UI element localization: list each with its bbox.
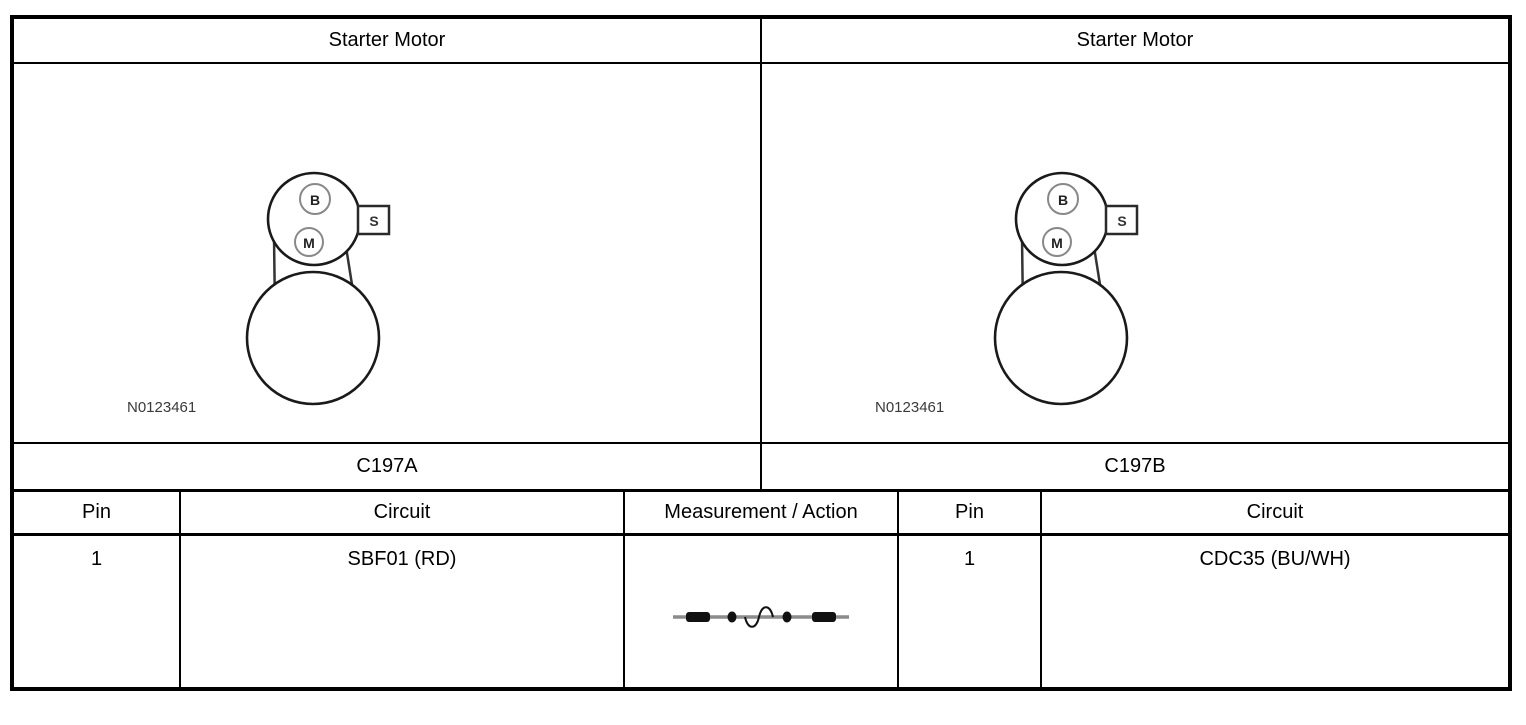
cell-pin-right: 1: [963, 548, 976, 570]
terminal-m-circle: [1042, 227, 1072, 257]
divider: [14, 489, 1508, 492]
divider: [14, 533, 1508, 536]
header-pin-right: Pin: [955, 501, 984, 523]
motor-circle: [245, 270, 381, 406]
terminal-b-circle: [1047, 183, 1079, 215]
column-divider: [623, 489, 625, 687]
panel-title-left: Starter Motor: [328, 29, 446, 51]
connector-label-left: C197A: [356, 455, 418, 477]
header-circuit-left: Circuit: [373, 501, 431, 523]
terminal-s-label: S: [369, 213, 378, 229]
terminal-m-circle: [294, 227, 324, 257]
connector-pinout-sheet: Starter Motor Starter Motor S B M N01234…: [10, 15, 1512, 691]
header-circuit-right: Circuit: [1246, 501, 1304, 523]
terminal-s-box: [1104, 204, 1139, 236]
column-divider: [897, 489, 899, 687]
cell-pin-left: 1: [90, 548, 103, 570]
column-divider: [1040, 489, 1042, 687]
header-measurement-action: Measurement / Action: [664, 501, 858, 523]
terminal-b-label: B: [310, 192, 320, 208]
terminal-s-label: S: [1117, 213, 1126, 229]
figure-id-label: N0123461: [875, 399, 944, 416]
wire-continuity-symbol-icon: [673, 604, 849, 630]
terminal-m-label: M: [1051, 235, 1063, 251]
terminal-b-label: B: [1058, 192, 1068, 208]
starter-motor-figure-right: S B M N0123461: [762, 62, 1508, 442]
cell-circuit-left: SBF01 (RD): [347, 548, 457, 570]
cell-circuit-right: CDC35 (BU/WH): [1199, 548, 1351, 570]
figure-id-label: N0123461: [127, 399, 196, 416]
starter-motor-figure-left: S B M N0123461: [14, 62, 760, 442]
terminal-m-label: M: [303, 235, 315, 251]
terminal-s-box: [356, 204, 391, 236]
terminal-b-circle: [299, 183, 331, 215]
header-pin-left: Pin: [82, 501, 111, 523]
panel-divider: [760, 19, 762, 489]
connector-label-right: C197B: [1104, 455, 1166, 477]
panel-title-right: Starter Motor: [1076, 29, 1194, 51]
column-divider: [179, 489, 181, 687]
motor-circle: [993, 270, 1129, 406]
